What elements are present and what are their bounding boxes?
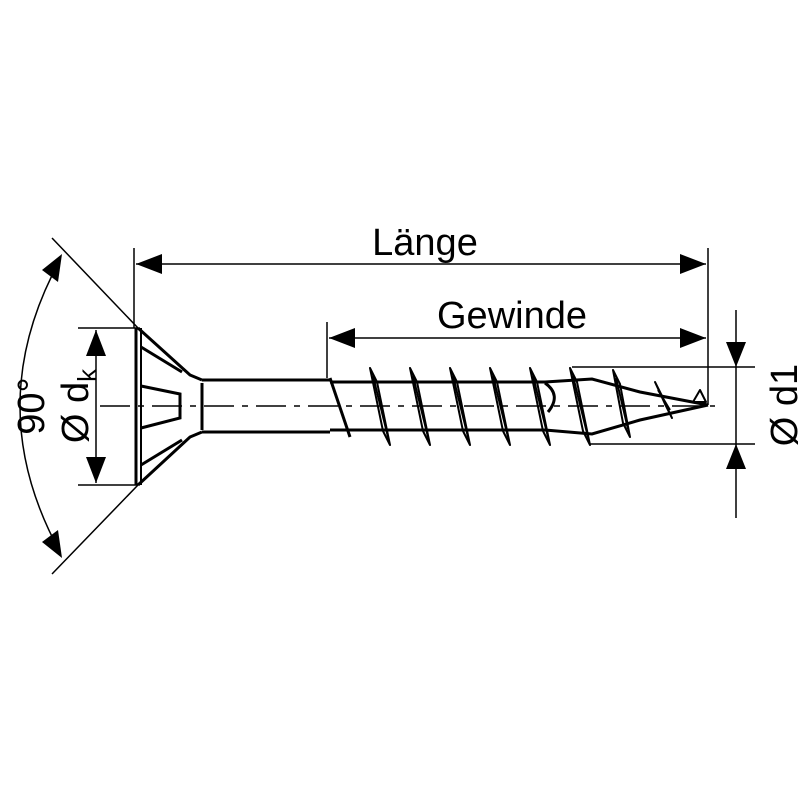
arrow-right-icon — [680, 254, 706, 274]
length-label: Länge — [372, 222, 478, 264]
thread-flight — [369, 367, 391, 446]
angle-ext-bottom — [51, 484, 139, 575]
head-cone-lower — [136, 430, 203, 487]
drive-recess — [140, 384, 182, 430]
arrow-icon — [42, 530, 62, 558]
thread-flight-edge — [657, 389, 671, 411]
arrow-up-icon — [86, 330, 106, 356]
dk-subscript: k — [72, 368, 102, 382]
thread-flight-edge — [452, 375, 469, 438]
arrow-up-icon — [726, 444, 746, 469]
thread-tip — [692, 389, 707, 403]
thread-flight-edge — [412, 375, 429, 438]
thread-flight-edge — [572, 375, 589, 438]
head-cone-upper — [136, 326, 203, 382]
angle-ext-top — [51, 237, 139, 329]
screw-head — [134, 326, 204, 487]
head-diameter-dimension: Ø dk — [55, 327, 138, 486]
arrow-left-icon — [136, 254, 162, 274]
thread-flight — [449, 367, 471, 446]
thread-flight-edge — [492, 375, 509, 438]
thread-flight — [612, 369, 631, 438]
angle-label: 90° — [11, 377, 53, 434]
thread-diameter-dimension: Ø d1 — [572, 310, 800, 518]
thread-flight — [328, 377, 352, 438]
arrow-down-icon — [86, 457, 106, 483]
thread-length-dimension: Gewinde — [326, 295, 706, 378]
d1-label: Ø d1 — [764, 364, 800, 446]
thread-flights — [328, 367, 707, 446]
thread-flight — [489, 367, 511, 446]
thread-flight — [569, 367, 591, 446]
thread-flight-edge — [615, 377, 629, 430]
arrow-right-icon — [680, 328, 706, 348]
arrow-left-icon — [329, 328, 355, 348]
thread-flight-edge — [532, 375, 549, 438]
thread-flight-edge — [372, 375, 389, 438]
svg-text:Ø dk: Ø dk — [55, 368, 102, 443]
thread-flight — [409, 367, 431, 446]
arrow-down-icon — [726, 342, 746, 367]
screw-shank — [202, 378, 330, 434]
dk-label: Ø d — [55, 382, 97, 443]
angle-arc — [19, 259, 61, 553]
arrow-icon — [42, 254, 62, 282]
head-angle-dimension: 90° — [11, 237, 139, 575]
length-dimension: Länge — [133, 222, 709, 405]
thread-flight — [529, 367, 551, 446]
thread-label: Gewinde — [437, 295, 587, 337]
